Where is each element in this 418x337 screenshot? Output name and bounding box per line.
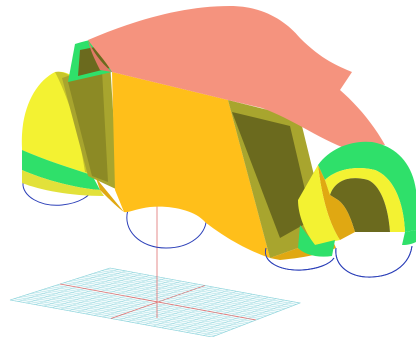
rear-fender <box>298 141 416 257</box>
grid-line <box>97 271 290 308</box>
rear-fender-green <box>318 141 416 232</box>
car-body <box>62 62 336 260</box>
wheel-outline-rear-right-top <box>335 245 413 278</box>
wheel-outline-mid <box>126 209 207 249</box>
grid-line <box>178 296 269 332</box>
wheel-outline-rear-right <box>335 245 413 278</box>
grid-line <box>203 301 293 336</box>
grid-line <box>186 298 277 333</box>
body-door-dark <box>232 112 312 238</box>
grid-line <box>101 270 293 307</box>
front-fender-green-band <box>22 150 100 190</box>
grid-line <box>105 269 297 305</box>
body-lower-strip <box>96 178 124 212</box>
rear-fender-yellow-lower <box>298 165 340 245</box>
rear-fender-green-lower <box>298 225 335 257</box>
rear-fender-green-right <box>402 230 416 245</box>
front-fender-bottom <box>22 170 104 196</box>
grid-line <box>109 267 301 304</box>
ground-grid <box>9 267 302 337</box>
grid-line <box>211 302 301 337</box>
rear-fender-yellow <box>325 168 405 232</box>
body-side-main <box>112 72 270 258</box>
roof-edge-highlight <box>88 40 112 72</box>
body-left-pillar <box>68 70 108 182</box>
car-roof <box>88 6 385 150</box>
wheel-outline-rear-left-top <box>264 247 335 271</box>
rear-fender-orange <box>318 165 355 240</box>
rear-fender-inner-dark <box>330 178 390 232</box>
grid-line <box>195 299 285 335</box>
